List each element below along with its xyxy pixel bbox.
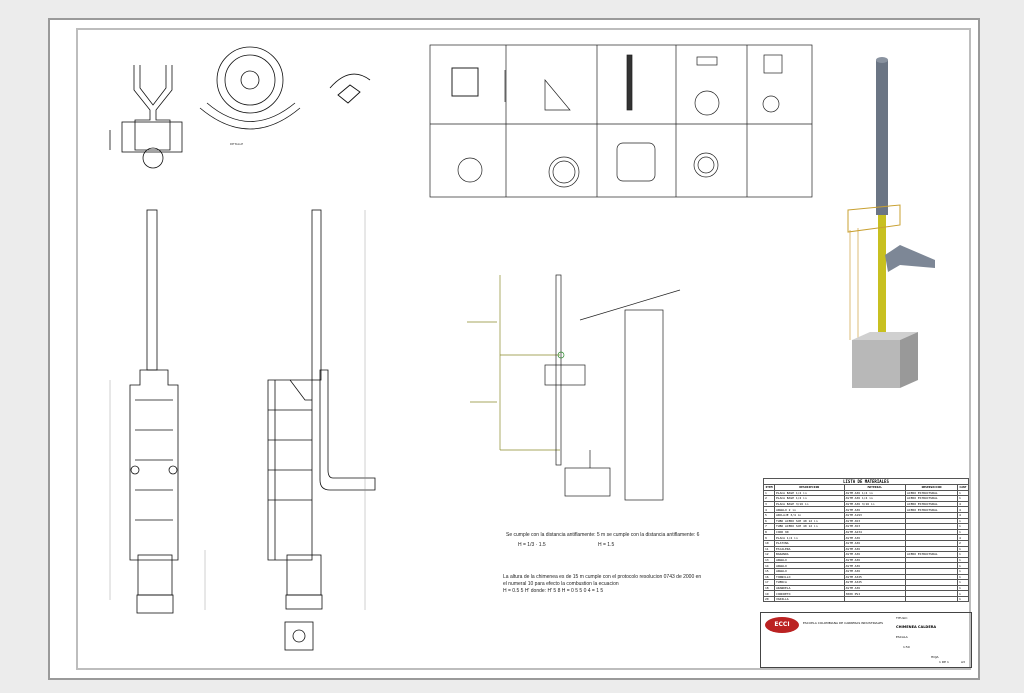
table-cell (843, 595, 907, 603)
note-height: La altura de la chimenea es de 15 m cump… (503, 574, 702, 580)
note-distance: Se cumple con la distancia antiflamente:… (506, 532, 700, 538)
side-elevation (267, 209, 376, 651)
sections-grid (429, 44, 813, 198)
elbow-detail (329, 73, 371, 104)
scale-value: 1:50 (903, 645, 910, 649)
university-name: ESCUELA COLOMBIANA DE CARRERAS INDUSTRIA… (803, 621, 884, 625)
table-cell: 1 (957, 595, 969, 603)
table-cell: ACERO ESTRUCTURAL (904, 495, 959, 502)
table-cell: ACERO ESTRUCTURAL (904, 500, 959, 508)
header-material: MATERIAL (843, 484, 907, 491)
svg-text:DETALLE: DETALLE (230, 142, 243, 146)
drawing-title: CHIMENEA CALDERA (896, 625, 937, 629)
table-cell: 1 (957, 495, 969, 502)
table-cell: 2 (763, 495, 775, 502)
table-cell: 1 (763, 489, 775, 497)
front-elevation (109, 209, 206, 614)
sheet-value: 1 DE 1 (939, 660, 949, 664)
plan-detail-top (109, 65, 183, 169)
distance-diagram (467, 274, 681, 501)
sheet-size: A3 (961, 660, 965, 664)
sheet-label: HOJA (931, 655, 939, 659)
note-numeral: el numeral 10 para efecto la combustion … (503, 581, 619, 587)
table-cell (904, 595, 959, 603)
materials-title: LISTA DE MATERIALES (763, 478, 969, 485)
table-cell: 3 (763, 500, 775, 508)
table-cell: VARILLA (773, 595, 845, 603)
chimney-3d-view (847, 57, 935, 388)
table-cell: 4 (957, 500, 969, 508)
materials-table: LISTA DE MATERIALES ITEM DESCRIPCION MAT… (763, 478, 969, 603)
table-cell: 1 (957, 489, 969, 497)
table-cell: ASTM A36 1/4 in (843, 495, 907, 502)
title-label: TITULO: (896, 616, 908, 620)
header-item: ITEM (763, 484, 775, 491)
scale-label: ESCALA (896, 635, 908, 639)
formula-1: H = 1/3 · 1.5 (518, 542, 546, 548)
table-cell: ACERO ESTRUCTURAL (904, 489, 959, 497)
header-quantity: CANT (957, 484, 969, 491)
header-observation: OBSERVACION (904, 484, 959, 491)
circular-detail: DETALLE (199, 46, 301, 146)
table-cell: 20 (763, 595, 775, 603)
formula-2: H = 1.5 (598, 542, 615, 548)
title-block: ECCI ESCUELA COLOMBIANA DE CARRERAS INDU… (760, 612, 972, 668)
table-cell: ASTM A36 1/4 in (843, 489, 907, 497)
company-logo: ECCI (765, 617, 799, 633)
materials-header-row: ITEM DESCRIPCION MATERIAL OBSERVACION CA… (763, 484, 969, 491)
note-equation: H = 0.5 5 H' donde: H' 5 8 H = 0 5 5 0 4… (503, 588, 604, 594)
table-cell: ASTM A36 3/16 in (843, 500, 907, 508)
